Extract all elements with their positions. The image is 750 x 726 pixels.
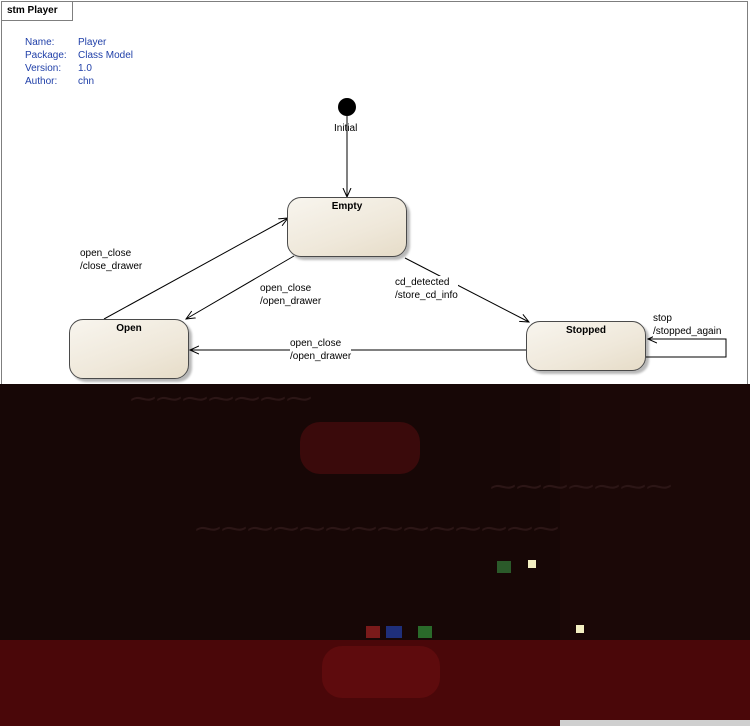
obscured-lower-band (0, 640, 750, 726)
edge-open-to-empty[interactable] (103, 218, 288, 320)
diagram-metadata: Name: Player Package: Class Model Version:… (25, 36, 133, 88)
label-stopped-self: stop /stopped_again (653, 312, 722, 338)
state-open[interactable]: Open (69, 319, 189, 379)
noise-speck (366, 626, 380, 638)
meta-key: Name: (25, 37, 55, 48)
label-open-to-empty: open_close /close_drawer (80, 247, 142, 273)
guard-event: open_close (260, 283, 312, 294)
guard-event: cd_detected (395, 277, 450, 288)
meta-key: Package: (25, 50, 67, 61)
noise-speck (418, 626, 432, 638)
meta-row-version: Version: 1.0 (25, 62, 133, 75)
state-open-name: Open (116, 323, 142, 334)
obscured-blob (300, 422, 420, 474)
state-empty[interactable]: Empty (287, 197, 407, 257)
label-empty-to-open: open_close /open_drawer (260, 282, 321, 308)
edge-empty-to-open[interactable] (186, 255, 295, 319)
state-stopped-name: Stopped (566, 325, 606, 336)
meta-row-name: Name: Player (25, 36, 133, 49)
guard-action: /open_drawer (290, 351, 352, 362)
guard-action: /stopped_again (653, 326, 722, 337)
meta-key: Version: (25, 63, 62, 74)
obscured-glyphs: ⁓⁓⁓⁓⁓⁓⁓ (490, 472, 672, 501)
noise-speck (497, 561, 511, 573)
label-empty-to-stopped: cd_detected /store_cd_info (395, 276, 458, 302)
guard-action: /open_drawer (260, 296, 322, 307)
noise-speck (560, 720, 750, 726)
meta-value: chn (78, 76, 95, 87)
meta-value: Class Model (78, 50, 134, 61)
noise-speck (576, 625, 584, 633)
initial-node[interactable] (338, 98, 356, 116)
obscured-right-block (560, 384, 750, 640)
state-empty-name: Empty (331, 201, 363, 212)
guard-action: /store_cd_info (395, 290, 458, 301)
edge-empty-to-stopped[interactable] (404, 257, 529, 322)
meta-value: 1.0 (78, 63, 92, 74)
obscured-glyphs: ⁓⁓⁓⁓⁓⁓⁓⁓⁓⁓⁓⁓⁓⁓ (195, 514, 559, 543)
guard-event: open_close (80, 248, 132, 259)
meta-value: Player (78, 37, 107, 48)
state-stopped[interactable]: Stopped (526, 321, 646, 371)
edge-stopped-self[interactable] (646, 339, 727, 358)
meta-row-package: Package: Class Model (25, 49, 133, 62)
initial-label: Initial (334, 123, 358, 134)
meta-key: Author: (25, 76, 58, 87)
obscured-region: ⁓⁓⁓⁓⁓⁓⁓ ⁓⁓⁓⁓⁓⁓⁓ ⁓⁓⁓⁓⁓⁓⁓⁓⁓⁓⁓⁓⁓⁓ (0, 384, 750, 726)
guard-event: open_close (290, 338, 342, 349)
frame-title: stm Player (2, 2, 73, 21)
label-stopped-to-open: open_close /open_drawer (290, 337, 352, 363)
guard-action: /close_drawer (80, 261, 143, 272)
meta-row-author: Author: chn (25, 75, 133, 88)
obscured-glyphs: ⁓⁓⁓⁓⁓⁓⁓ (130, 384, 312, 413)
guard-event: stop (653, 313, 672, 324)
noise-speck (386, 626, 402, 638)
obscured-blob (322, 646, 440, 698)
noise-speck (528, 560, 536, 568)
